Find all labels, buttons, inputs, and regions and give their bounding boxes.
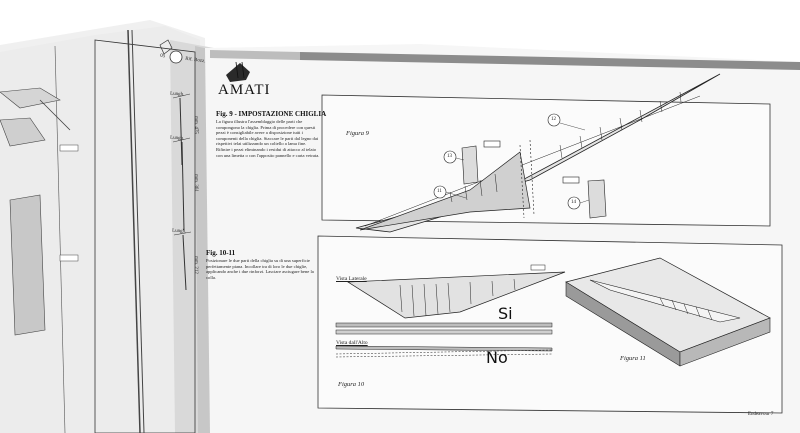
fig10-caption: Figura 10 [338,381,365,388]
measure-1: mm. 475 [192,116,198,134]
measure-2: mm. 361 [192,174,198,192]
fig11-caption: Figura 11 [620,355,646,362]
fig9-body: La figura illustra l'assemblaggio delle … [216,119,320,158]
brand-logo-text: AMATI [218,82,271,98]
label-length-3: Lungh. [171,228,187,235]
page-footer: Endeavour 7 [748,412,774,417]
callout-12: 12 [551,117,556,122]
label-no: No [486,348,508,367]
label-length-2: Lungh. [169,135,185,142]
measure-3: mm. 212 [192,256,198,274]
fig10-heading: Fig. 10-11 [206,249,236,257]
fig9-caption: Figura 9 [346,130,369,137]
callout-11: 11 [437,189,442,194]
fig10-body: Posizionare le due parti della chiglia s… [206,258,314,280]
fig9-heading: Fig. 9 - IMPOSTAZIONE CHIGLIA [216,110,327,118]
label-yes: Si [498,304,513,323]
callout-13: 13 [447,154,452,159]
label-length-1: Lungh. [169,91,185,98]
label-side-view: Vista Laterale [336,276,367,282]
callout-14: 14 [571,200,576,205]
label-top-view: Vista dall'Alto [336,340,368,346]
box-number: 05 [159,53,166,60]
